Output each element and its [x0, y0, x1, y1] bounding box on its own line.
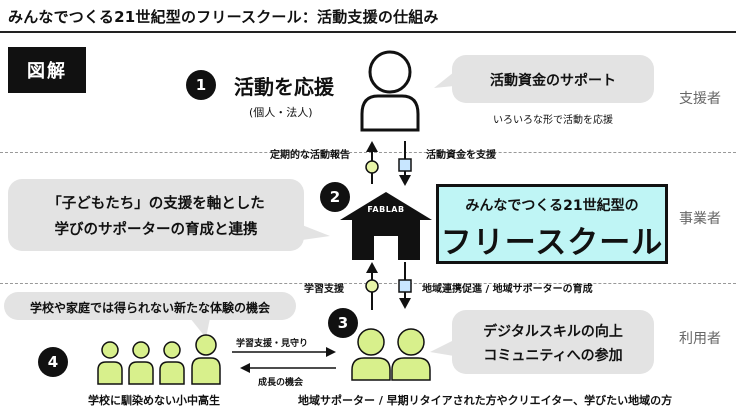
- supporter-bubble-title: 活動資金のサポート: [490, 73, 616, 89]
- arrow-label-learning-support: 学習支援・見守り: [236, 339, 309, 349]
- arrow-up-learning: [365, 262, 379, 310]
- organization-name-main: フリースクール: [440, 225, 664, 261]
- arrow-up-report: [365, 141, 379, 184]
- arrow-down-community: [398, 262, 412, 309]
- diagram-badge: 図解: [8, 47, 86, 93]
- supporter-subtitle: (個人・法人): [249, 106, 313, 119]
- side-label-users: 利用者: [679, 331, 721, 347]
- supporter-bubble: [452, 55, 654, 103]
- side-label-business: 事業者: [679, 211, 721, 227]
- organization-name-box: みんなでつくる21世紀型の フリースクール: [436, 184, 668, 264]
- flow-label-funds: 活動資金を支援: [426, 150, 496, 161]
- fablab-label: FABLAB: [367, 205, 405, 214]
- step-number-2: 2: [320, 182, 350, 212]
- flow-label-learning: 学習支援: [304, 284, 344, 295]
- title-divider: [0, 31, 736, 33]
- users-caption: 地域サポーター / 早期リタイアされた方やクリエイター、学びたい地域の方: [298, 394, 673, 407]
- supporter-heading: 活動を応援: [234, 75, 334, 99]
- arrow-down-funds: [398, 141, 412, 186]
- flow-label-community: 地域連携促進 / 地域サポーターの育成: [422, 284, 593, 295]
- students-bubble-text: 学校や家庭では得られない新たな体験の機会: [29, 301, 270, 315]
- side-label-supporter: 支援者: [679, 91, 721, 107]
- users-bubble-line2: コミュニティへの参加: [483, 348, 623, 364]
- students-bubble: [4, 292, 296, 320]
- arrow-right-learning-support: [232, 347, 336, 357]
- business-bubble-line2: 学びのサポーターの育成と連携: [54, 222, 258, 238]
- arrow-left-growth: [240, 363, 336, 373]
- step-number-1: 1: [186, 70, 216, 100]
- business-bubble: [8, 179, 304, 251]
- students-caption: 学校に馴染めない小中高生: [88, 394, 220, 407]
- step-number-3: 3: [328, 308, 358, 338]
- flow-label-report: 定期的な活動報告: [270, 150, 350, 161]
- organization-name-sub: みんなでつくる21世紀型の: [465, 198, 639, 214]
- supporter-bubble-subtitle: いろいろな形で活動を応援: [493, 115, 613, 126]
- section-divider-top: [0, 152, 736, 153]
- users-bubble-line1: デジタルスキルの向上: [483, 324, 623, 340]
- step-number-4: 4: [38, 347, 68, 377]
- page-title: みんなでつくる21世紀型のフリースクール：活動支援の仕組み: [8, 8, 439, 26]
- business-bubble-line1: 「子どもたち」の支援を軸とした: [47, 196, 265, 212]
- users-bubble: [452, 310, 654, 374]
- arrow-label-growth: 成長の機会: [258, 378, 304, 388]
